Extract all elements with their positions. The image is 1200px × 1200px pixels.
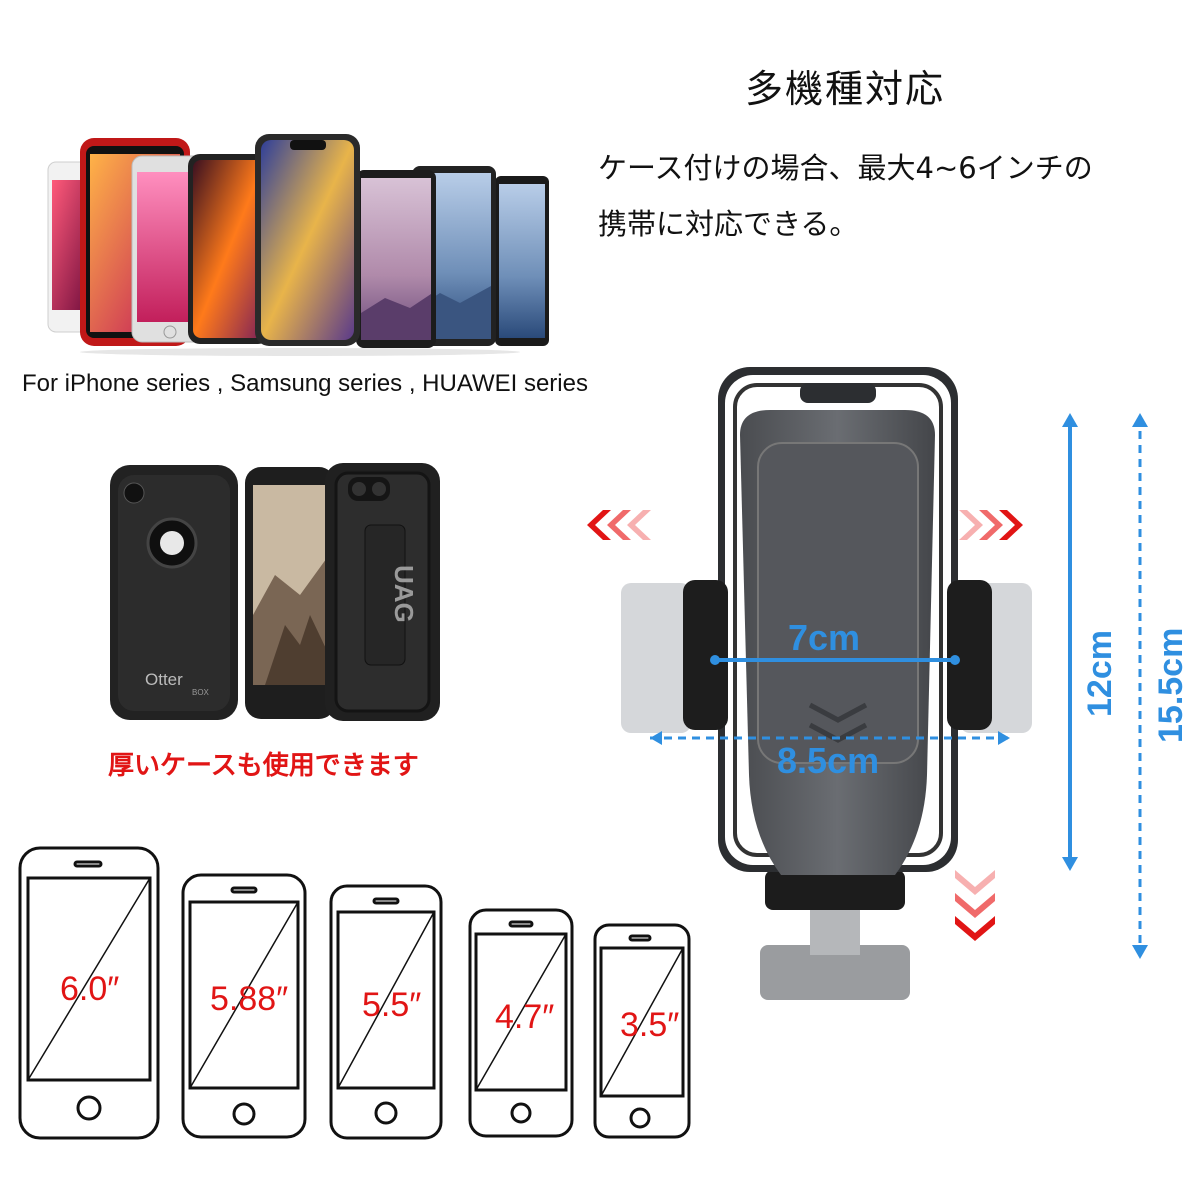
inner-height-label: 12cm bbox=[1081, 630, 1119, 717]
thick-case-note: 厚いケースも使用できます bbox=[108, 751, 419, 781]
size-label-6-0: 6.0″ bbox=[60, 970, 119, 1008]
outer-height-measure: 15.5cm bbox=[1132, 413, 1190, 959]
description-line-1: ケース付けの場合、最大4~6インチの bbox=[598, 151, 1093, 185]
rugged-cases-image: Otter BOX UAG bbox=[110, 463, 440, 721]
outer-height-label: 15.5cm bbox=[1152, 628, 1190, 743]
otter-brand-sublabel: BOX bbox=[192, 688, 210, 697]
expand-left-arrows bbox=[587, 510, 651, 540]
holder-dimension-diagram: 7cm 8.5cm 12cm 15.5cm bbox=[587, 367, 1190, 1000]
inner-height-measure: 12cm bbox=[1062, 413, 1119, 871]
screen-size-3-5 bbox=[593, 923, 691, 1139]
expand-right-arrows bbox=[959, 510, 1023, 540]
inner-width-label: 7cm bbox=[788, 617, 860, 658]
outer-width-measure: 8.5cm bbox=[650, 731, 1010, 781]
description: ケース付けの場合、最大4~6インチの 携帯に対応できる。 bbox=[598, 140, 1198, 252]
size-label-5-5: 5.5″ bbox=[362, 986, 421, 1024]
description-line-2: 携帯に対応できる。 bbox=[598, 207, 859, 241]
inner-width-measure: 7cm bbox=[710, 617, 960, 665]
screen-size-6-0 bbox=[18, 846, 160, 1140]
screen-size-5-5 bbox=[329, 884, 443, 1140]
expand-down-arrows bbox=[955, 870, 995, 941]
size-label-3-5: 3.5″ bbox=[620, 1006, 679, 1044]
phone-lineup-image bbox=[47, 134, 549, 356]
uag-brand-label: UAG bbox=[389, 565, 419, 623]
outer-width-label: 8.5cm bbox=[777, 740, 879, 781]
otter-brand-label: Otter bbox=[145, 670, 183, 689]
screen-size-5-88 bbox=[181, 873, 307, 1139]
size-label-5-88: 5.88″ bbox=[210, 980, 288, 1018]
size-label-4-7: 4.7″ bbox=[495, 998, 554, 1036]
page-title: 多機種対応 bbox=[744, 67, 945, 111]
screen-size-4-7 bbox=[468, 908, 574, 1138]
screen-size-comparison: 6.0″ 5.88″ 5.5″ 4.7″ 3.5″ bbox=[18, 846, 691, 1140]
compatible-series-text: For iPhone series , Samsung series , HUA… bbox=[22, 370, 588, 397]
